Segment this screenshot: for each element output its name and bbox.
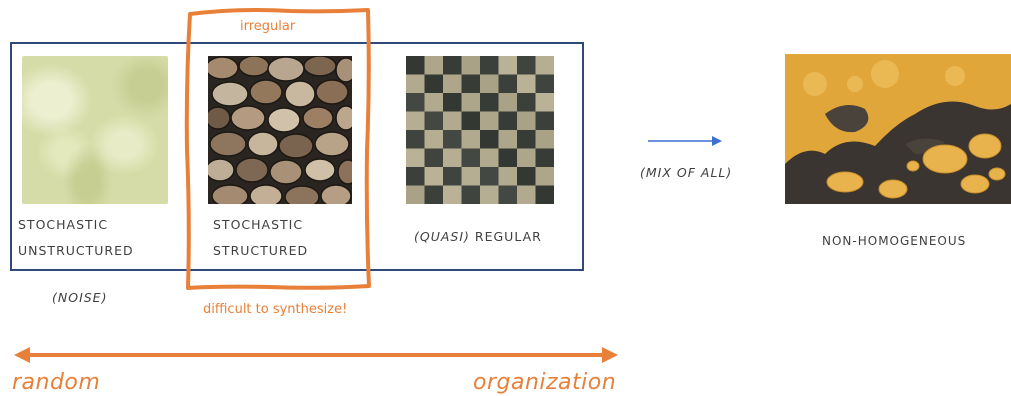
checker-tile [424,185,444,204]
checker-tile [498,56,518,75]
non-homogeneous-label: NON-HOMOGENEOUS [822,234,967,248]
checker-tile [480,93,499,112]
checker-tile [461,74,481,94]
checker-tile [517,185,536,204]
mix-of-all-label: (MIX OF ALL) [640,165,733,180]
checker-tile [406,74,425,94]
checker-tile [461,111,481,131]
checker-tile [517,148,536,168]
checker-tile [480,185,499,204]
checker-tile [461,148,481,168]
random-organization-arrow [14,347,618,363]
checker-tile [443,74,462,94]
checker-tile [535,56,554,75]
checker-tile [498,167,518,186]
difficult-label: difficult to synthesize! [203,302,348,317]
checker-tile [443,56,462,75]
checker-tile [424,130,444,149]
checker-tile [517,167,536,186]
checker-tile [480,167,499,186]
checker-tile [480,74,499,94]
checker-tile [406,167,425,186]
checker-tile [424,148,444,168]
checker-tile [498,130,518,149]
checker-tile [517,56,536,75]
checker-tile [443,111,462,131]
stochastic-unstructured-label: STOCHASTIC UNSTRUCTURED [18,217,134,258]
checker-tile [461,185,481,204]
stochastic-structured-label: STOCHASTIC STRUCTURED [213,217,309,258]
checker-tile [424,56,444,75]
checker-tile [517,130,536,149]
checker-tile [406,111,425,131]
checker-tile [480,130,499,149]
checker-tile [517,111,536,131]
checker-tile [517,74,536,94]
checker-tile [461,130,481,149]
checker-tile [517,93,536,112]
checker-tile [406,185,425,204]
checker-tile [424,74,444,94]
checker-tile [443,130,462,149]
checker-tile [535,93,554,112]
checker-tile [406,130,425,149]
checker-tile [498,74,518,94]
checker-tile [424,167,444,186]
checker-tile [498,148,518,168]
organization-label: organization [473,370,617,395]
checker-tile [498,93,518,112]
checker-tile [480,111,499,131]
checker-tile [535,111,554,131]
checker-tile [424,93,444,112]
checker-tile [535,185,554,204]
checker-tile [443,185,462,204]
checker-tile [498,185,518,204]
checker-tile [498,111,518,131]
checker-tile [480,148,499,168]
mix-arrow [648,136,722,146]
highlight-frame [184,8,371,290]
checker-tile [535,148,554,168]
checker-tile [461,167,481,186]
quasi-label: (QUASI) [414,229,470,244]
checker-tile [406,148,425,168]
texture-group-box [10,42,584,271]
checker-tile [424,111,444,131]
checker-tile [535,167,554,186]
checker-tile [406,93,425,112]
stone-wall-texture-image [208,56,352,204]
checker-tile [480,56,499,75]
checker-tile [535,130,554,149]
random-label: random [12,370,101,395]
checker-tile [406,56,425,75]
noise-label: (NOISE) [52,290,108,305]
checkerboard-texture-image [406,56,554,204]
checker-tile [443,167,462,186]
checker-tile [461,93,481,112]
checker-tile [443,93,462,112]
lichen-texture-image [785,54,1011,204]
checker-tile [535,74,554,94]
regular-label: REGULAR [469,229,542,244]
quasi-regular-label: (QUASI) REGULAR [414,224,542,250]
checker-tile [461,56,481,75]
checker-tile [443,148,462,168]
irregular-label: irregular [240,19,296,34]
noise-texture-image [22,56,168,204]
